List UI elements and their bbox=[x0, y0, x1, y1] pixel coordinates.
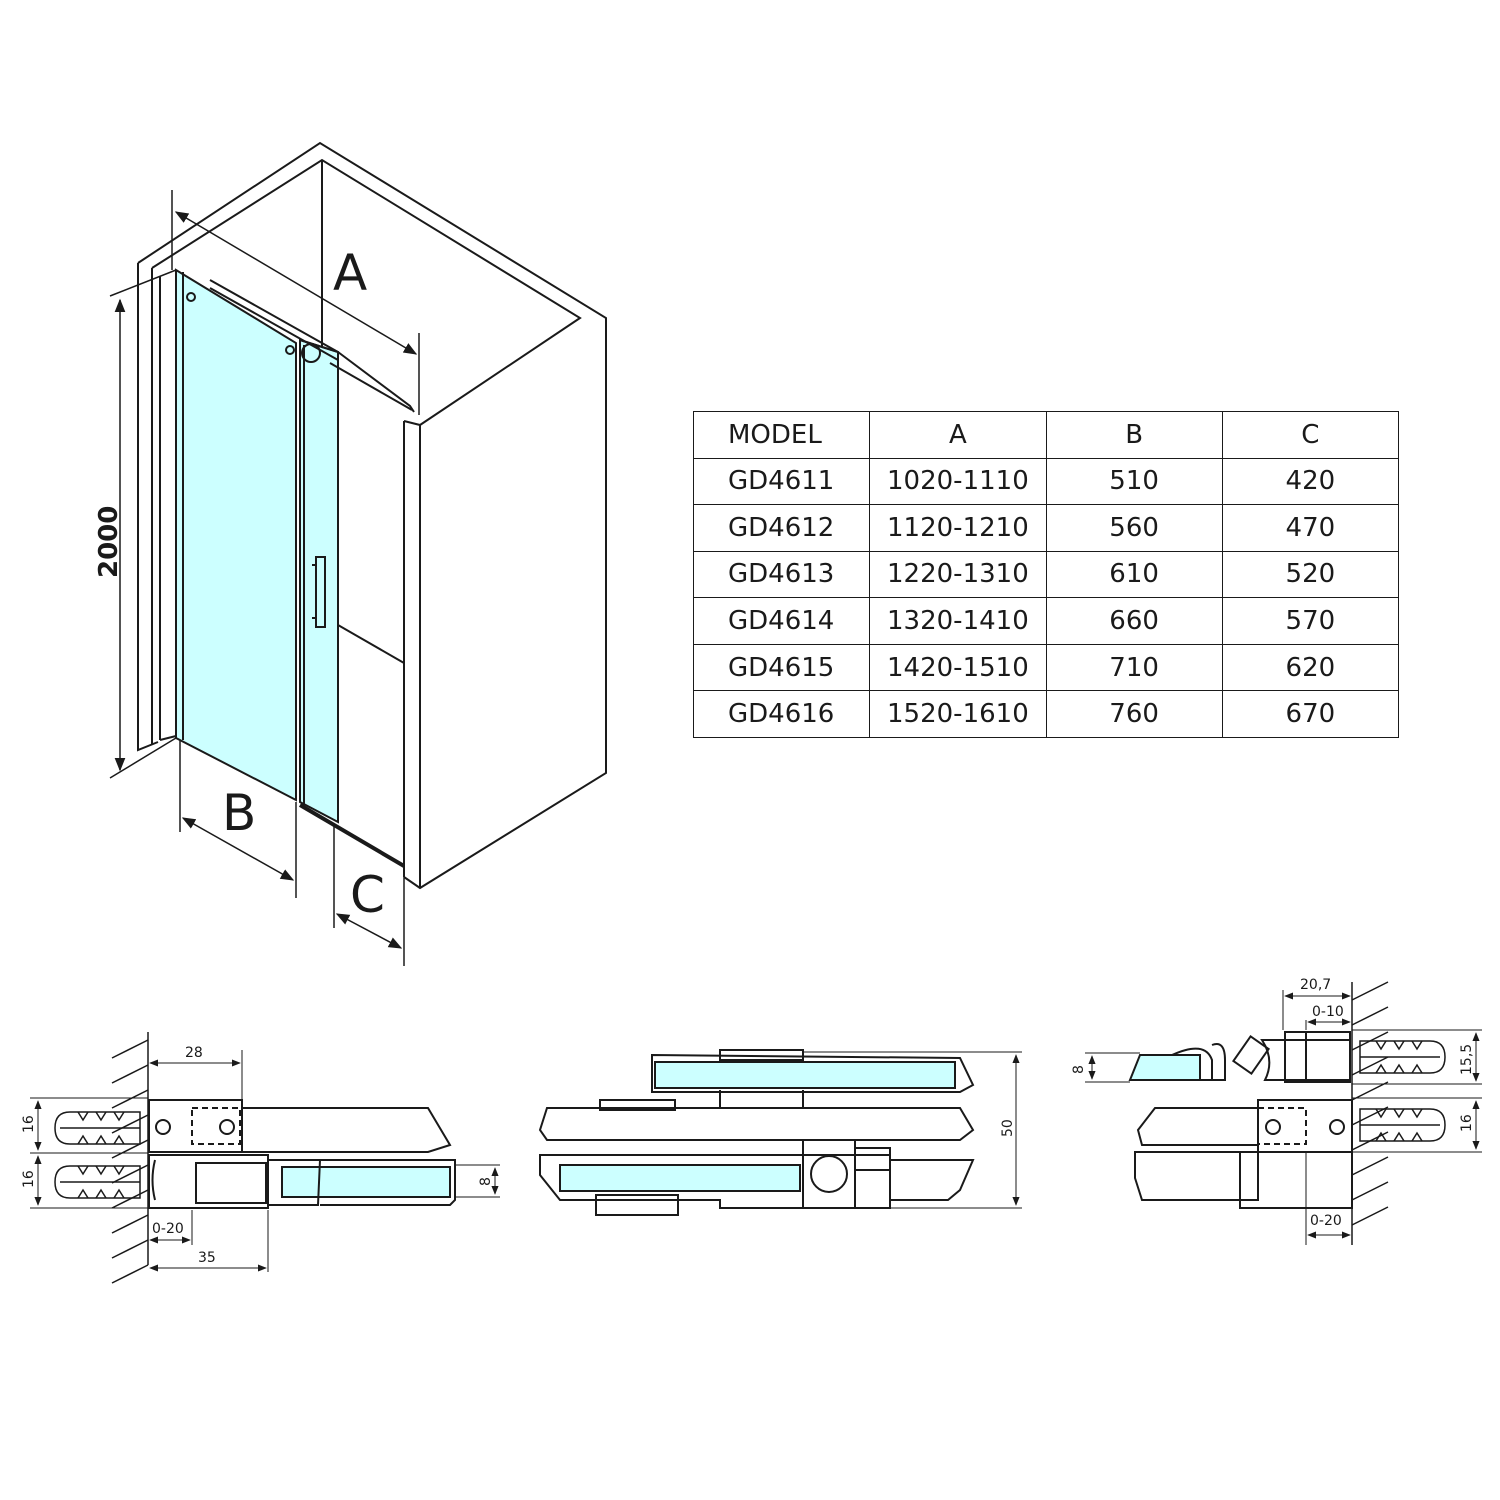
cell-model: GD4613 bbox=[692, 550, 871, 599]
dim-right-20-7: 20,7 bbox=[1300, 977, 1331, 993]
dim-right-15-5: 15,5 bbox=[1459, 1044, 1475, 1075]
wall-profile bbox=[1134, 1099, 1353, 1209]
dim-left-35: 35 bbox=[198, 1250, 216, 1266]
dim-right-16: 16 bbox=[1459, 1114, 1475, 1132]
section-left-wall-profile: 28 16 16 8 0-20 35 bbox=[21, 1032, 500, 1284]
table-row: GD4616 1520-1610 760 670 bbox=[692, 690, 1400, 738]
dim-left-16-top: 16 bbox=[21, 1115, 37, 1133]
lower-glass-section bbox=[559, 1164, 801, 1192]
cell-model: GD4614 bbox=[692, 597, 871, 645]
screw-icon bbox=[1329, 1119, 1345, 1135]
dim-left-16-bottom: 16 bbox=[21, 1170, 37, 1188]
dim-middle-50: 50 bbox=[1000, 1119, 1016, 1137]
header-a: A bbox=[869, 411, 1047, 459]
wall-anchor-icon bbox=[54, 1111, 141, 1145]
cell-model: GD4615 bbox=[692, 643, 871, 692]
cell-model: GD4616 bbox=[692, 690, 871, 738]
cell-model: GD4612 bbox=[692, 504, 871, 552]
cell-c: 520 bbox=[1221, 550, 1400, 599]
screw-icon bbox=[1265, 1119, 1281, 1135]
fixed-glass-panel bbox=[175, 268, 297, 802]
cell-b: 660 bbox=[1045, 597, 1223, 645]
wall-anchor-icon bbox=[1359, 1108, 1446, 1142]
sliding-glass-section bbox=[281, 1166, 451, 1198]
screw-icon bbox=[155, 1119, 171, 1135]
cell-c: 670 bbox=[1221, 690, 1400, 738]
sliding-glass-frame bbox=[268, 1159, 456, 1206]
table-row: GD4615 1420-1510 710 620 bbox=[692, 643, 1400, 692]
cell-b: 560 bbox=[1045, 504, 1223, 552]
header-c: C bbox=[1221, 411, 1400, 459]
sliding-glass-panel bbox=[299, 338, 339, 824]
dimension-b: B bbox=[179, 740, 297, 898]
label-b: B bbox=[222, 784, 256, 842]
cell-a: 1220-1310 bbox=[869, 550, 1047, 599]
sliding-glass-section bbox=[1128, 1054, 1201, 1081]
cell-a: 1020-1110 bbox=[869, 457, 1047, 506]
floor-guide bbox=[298, 803, 406, 868]
header-b: B bbox=[1045, 411, 1223, 459]
wall-profile bbox=[148, 1099, 269, 1209]
cell-model: GD4611 bbox=[692, 457, 871, 506]
table-row: GD4611 1020-1110 510 420 bbox=[692, 457, 1400, 506]
header-model: MODEL bbox=[692, 411, 871, 459]
cell-b: 760 bbox=[1045, 690, 1223, 738]
cell-b: 510 bbox=[1045, 457, 1223, 506]
table-row: GD4613 1220-1310 610 520 bbox=[692, 550, 1400, 599]
label-height: 2000 bbox=[94, 506, 124, 578]
fixed-glass-section bbox=[241, 1107, 452, 1153]
dimension-a: A bbox=[171, 190, 420, 415]
wall-anchor-icon bbox=[54, 1165, 141, 1199]
door-handle bbox=[312, 556, 326, 628]
dimension-c: C bbox=[333, 826, 405, 966]
cell-c: 470 bbox=[1221, 504, 1400, 552]
rail-profile bbox=[538, 1049, 975, 1216]
magnetic-seal bbox=[1171, 1031, 1351, 1083]
cell-c: 570 bbox=[1221, 597, 1400, 645]
model-dimensions-table: MODEL A B C GD4611 1020-1110 510 420 GD4… bbox=[692, 411, 1400, 738]
table-row: GD4612 1120-1210 560 470 bbox=[692, 504, 1400, 552]
table-row: GD4614 1320-1410 660 570 bbox=[692, 597, 1400, 645]
label-c: C bbox=[350, 866, 385, 924]
dim-left-28: 28 bbox=[185, 1045, 203, 1061]
label-a: A bbox=[333, 244, 367, 302]
dimension-height: 2000 bbox=[94, 269, 177, 779]
section-right-wall-profile: 20,7 0-10 8 15,5 16 0-20 bbox=[1071, 977, 1482, 1245]
cell-b: 610 bbox=[1045, 550, 1223, 599]
dim-left-8: 8 bbox=[478, 1177, 494, 1186]
cell-c: 420 bbox=[1221, 457, 1400, 506]
shower-door-illustration: A 2000 B C bbox=[94, 141, 607, 966]
dim-right-0-20: 0-20 bbox=[1310, 1213, 1342, 1229]
roller-wheel-icon bbox=[810, 1155, 848, 1193]
cell-a: 1420-1510 bbox=[869, 643, 1047, 692]
dim-right-0-10: 0-10 bbox=[1312, 1004, 1344, 1020]
cell-a: 1120-1210 bbox=[869, 504, 1047, 552]
wall-anchor-icon bbox=[1359, 1040, 1446, 1074]
wall-hatch bbox=[111, 1032, 149, 1284]
screw-icon bbox=[219, 1119, 235, 1135]
cell-b: 710 bbox=[1045, 643, 1223, 692]
cell-c: 620 bbox=[1221, 643, 1400, 692]
cell-a: 1520-1610 bbox=[869, 690, 1047, 738]
section-middle-rail: 50 bbox=[538, 1049, 1022, 1216]
table-header-row: MODEL A B C bbox=[692, 411, 1400, 459]
cell-a: 1320-1410 bbox=[869, 597, 1047, 645]
dim-left-0-20: 0-20 bbox=[152, 1221, 184, 1237]
dim-right-8: 8 bbox=[1071, 1065, 1087, 1074]
upper-glass-section bbox=[654, 1061, 956, 1089]
